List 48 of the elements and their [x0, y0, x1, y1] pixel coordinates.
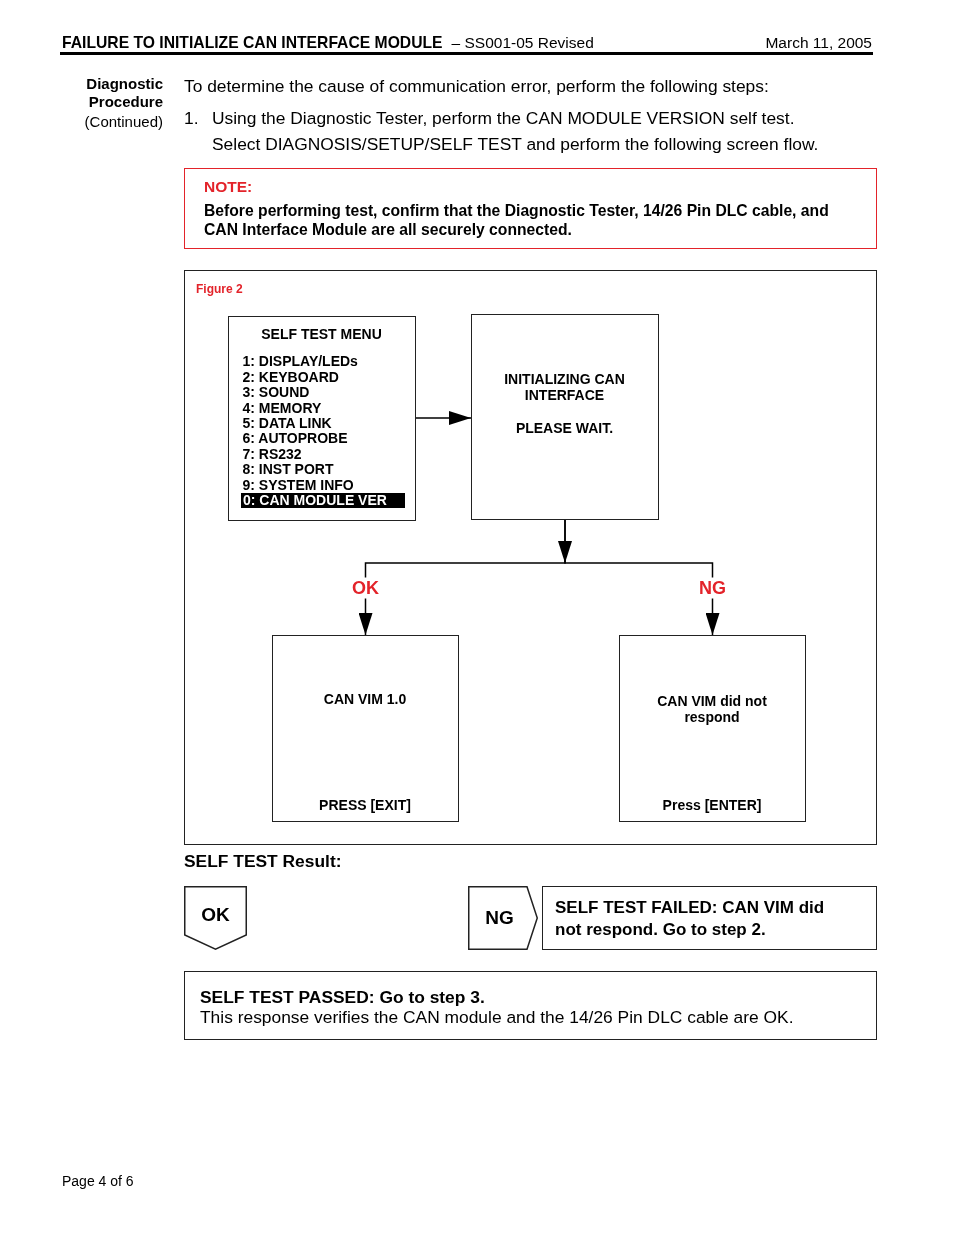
- note-heading: NOTE:: [204, 178, 254, 196]
- menu-item: 3: SOUND: [242, 385, 310, 401]
- menu-item: 8: INST PORT: [242, 462, 334, 478]
- section-heading: Diagnostic Procedure: [85, 75, 163, 111]
- screen-text: CAN VIM did not respond: [656, 692, 768, 725]
- flow-arrow: [415, 411, 472, 425]
- tab-label: NG: [485, 907, 514, 929]
- menu-item: 7: RS232: [242, 446, 302, 463]
- page-number: Page 4 of 6: [62, 1172, 134, 1191]
- menu-item: 6: AUTOPROBE: [242, 431, 348, 447]
- result-box: [542, 886, 877, 950]
- section-note: (Continued): [83, 113, 163, 131]
- result-tab: [468, 886, 538, 950]
- screen-box: [470, 313, 659, 520]
- screen-box: [271, 634, 459, 822]
- menu-title: SELF TEST MENU: [260, 325, 383, 342]
- date-text: March 11, 2005: [765, 33, 872, 52]
- screen-text: PRESS [EXIT]: [318, 796, 412, 813]
- menu-item: 2: KEYBOARD: [242, 369, 339, 386]
- screen-text: Press [ENTER]: [661, 796, 763, 813]
- menu-screen: [227, 315, 416, 521]
- step-number: 1.: [184, 108, 199, 128]
- screen-text: INITIALIZING CAN INTERFACE: [503, 370, 626, 403]
- menu-item: 1: DISPLAY/LEDs: [242, 354, 358, 370]
- result-tab: [184, 886, 247, 950]
- menu-item: 4: MEMORY: [242, 400, 322, 416]
- section-title: SELF TEST Result:: [184, 851, 342, 871]
- figure-frame: [184, 270, 877, 845]
- screen-text: PLEASE WAIT.: [514, 419, 615, 436]
- flow-arrow: [564, 519, 720, 636]
- body-text: To determine the cause of communication error, perform the following steps:: [184, 76, 769, 96]
- note-box: [184, 168, 877, 249]
- result-text: This response verifies the CAN module and the 14/26 Pin DLC cable are OK.: [200, 1007, 795, 1027]
- revision-text: – SS001-05 Revised: [451, 33, 594, 52]
- step-text: Select DIAGNOSIS/SETUP/SELF TEST and perform the following screen flow.: [212, 134, 819, 154]
- result-heading: SELF TEST PASSED: Go to step 3.: [200, 987, 486, 1007]
- tab-label: OK: [201, 904, 230, 926]
- figure-label: Figure 2: [196, 282, 243, 296]
- result-box: [184, 971, 877, 1040]
- menu-item: 5: DATA LINK: [242, 415, 332, 432]
- screen-text: CAN VIM 1.0: [322, 690, 408, 707]
- header-title: FAILURE TO INITIALIZE CAN INTERFACE MODULE: [62, 33, 443, 52]
- selected-menu-item: 0: CAN MODULE VER: [241, 492, 405, 509]
- screen-box: [618, 634, 806, 822]
- result-text: SELF TEST FAILED: CAN VIM did not respond. Go to step 2.: [555, 897, 826, 941]
- note-text: Before performing test, confirm that the Diagnostic Tester, 14/26 Pin DLC cable, and CAN Interface Module are all securely connected.: [204, 201, 830, 239]
- step-text: Using the Diagnostic Tester, perform the CAN MODULE VERSION self test.: [212, 108, 795, 128]
- menu-item: 9: SYSTEM INFO: [242, 477, 354, 493]
